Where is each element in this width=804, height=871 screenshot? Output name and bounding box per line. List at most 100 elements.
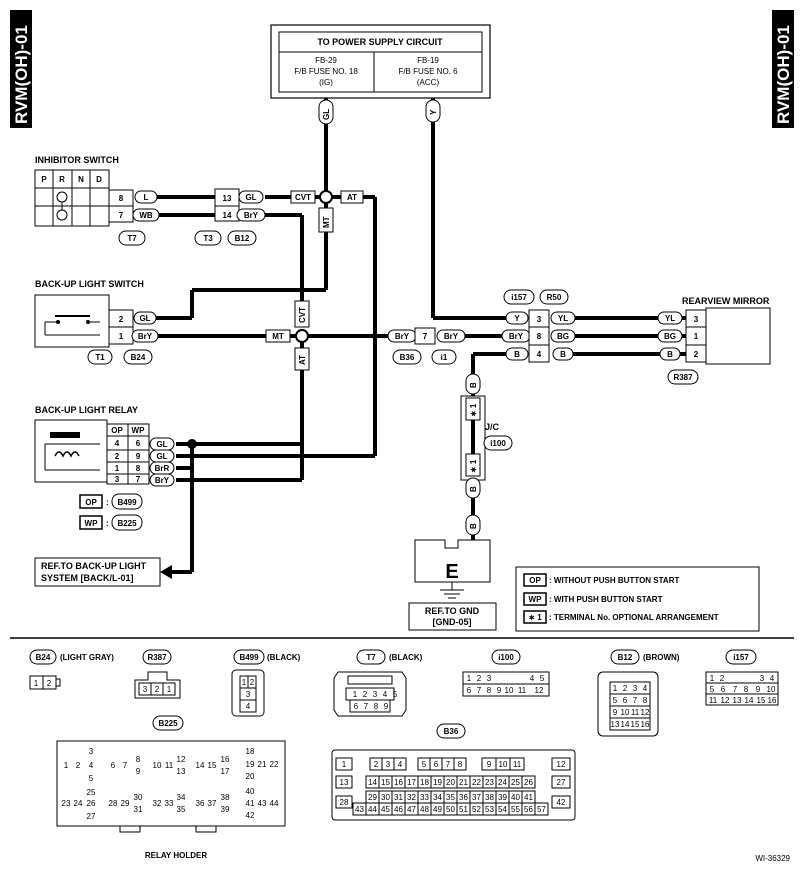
connector-b499: B499 (BLACK) 1 2 3 4 [231, 649, 301, 717]
right-tab-text: RVM(OH)-01 [774, 25, 793, 124]
svg-text:4: 4 [530, 674, 535, 683]
b36-pin-8-cell [453, 757, 467, 771]
inhibitor-switch: INHIBITOR SWITCH P R N D 8 7 L WB T7 [34, 155, 160, 246]
svg-text:2: 2 [694, 350, 699, 359]
svg-text:34: 34 [177, 793, 186, 802]
svg-text:4: 4 [246, 702, 251, 711]
b36-pin-33: 33 [420, 793, 429, 802]
svg-text:2: 2 [477, 674, 482, 683]
svg-text:1: 1 [115, 464, 120, 473]
rearview-mirror: REARVIEW MIRROR YL BG B 3 1 2 R387 [657, 296, 771, 385]
svg-text:43: 43 [258, 799, 267, 808]
ground-e: E REF.TO GND [GND-05] [408, 539, 497, 631]
b36-pin-21: 21 [459, 778, 468, 787]
b36-pin-7: 7 [446, 760, 451, 769]
svg-text:9: 9 [136, 452, 141, 461]
svg-text:5: 5 [89, 774, 94, 783]
connector-b225: B225 3 1 2 4 5 6 7 8 9 10 11 12 13 14 15… [56, 715, 286, 860]
b36-pin-39: 39 [498, 793, 507, 802]
svg-text:: WITHOUT PUSH BUTTON START: : WITHOUT PUSH BUTTON START [549, 576, 679, 585]
relay-junction-dot [187, 439, 197, 449]
svg-text:Y: Y [429, 109, 438, 115]
svg-text:R50: R50 [547, 293, 562, 302]
svg-text:13: 13 [733, 696, 742, 705]
b36-pin-28: 28 [340, 798, 349, 807]
svg-text:11: 11 [709, 696, 718, 705]
b36-pin-6: 6 [434, 760, 439, 769]
svg-text:5: 5 [540, 674, 545, 683]
svg-text:: TERMINAL No. OPTIONAL ARRANG: : TERMINAL No. OPTIONAL ARRANGEMENT [549, 613, 719, 622]
svg-text:2: 2 [115, 452, 120, 461]
svg-text:28: 28 [109, 799, 118, 808]
ref-backup-light-box: REF.TO BACK-UP LIGHT SYSTEM [BACK/L-01] [34, 557, 161, 587]
svg-text:N: N [78, 175, 84, 184]
svg-text:B36: B36 [444, 727, 459, 736]
b36-pin-50: 50 [446, 805, 455, 814]
svg-text:GL: GL [322, 109, 331, 120]
b36-pin-57-cell [534, 802, 549, 816]
at-label-top: AT [340, 190, 364, 204]
svg-text:(BLACK): (BLACK) [389, 653, 423, 662]
b36-pin-49: 49 [433, 805, 442, 814]
b36-pin-44: 44 [368, 805, 377, 814]
connector-i100: i100 1 2 3 4 5 6 7 8 9 10 11 12 [462, 649, 550, 697]
svg-text:4: 4 [115, 439, 120, 448]
svg-text:i157: i157 [511, 293, 527, 302]
b36-pin-15: 15 [381, 778, 390, 787]
b36-pin-55: 55 [511, 805, 520, 814]
svg-text:MT: MT [322, 216, 331, 228]
joint-connector: B ∗ 1 ∗ 1 J/C i100 B B [460, 373, 513, 536]
b36-pin-20: 20 [446, 778, 455, 787]
mt-label-vertical: MT [318, 207, 334, 233]
svg-text:6: 6 [467, 686, 472, 695]
svg-text:3: 3 [633, 684, 638, 693]
relay-title: BACK-UP LIGHT RELAY [35, 405, 138, 415]
svg-text:33: 33 [165, 799, 174, 808]
svg-text:BrR: BrR [155, 464, 170, 473]
b36-pin-26-cell [521, 775, 536, 789]
svg-text:10: 10 [767, 685, 776, 694]
b36-pin-51: 51 [459, 805, 468, 814]
at-label-vertical: AT [294, 347, 310, 371]
svg-text:YL: YL [558, 314, 568, 323]
svg-text:6: 6 [111, 761, 116, 770]
svg-text:10: 10 [621, 708, 630, 717]
svg-text:BrY: BrY [444, 332, 459, 341]
b36-pin-3: 3 [386, 760, 391, 769]
b36-pin-30: 30 [381, 793, 390, 802]
svg-text:24: 24 [74, 799, 83, 808]
svg-text:B24: B24 [131, 353, 146, 362]
svg-text:T1: T1 [95, 353, 105, 362]
svg-text:2: 2 [623, 684, 628, 693]
svg-text:9: 9 [384, 702, 389, 711]
svg-text:∗ 1: ∗ 1 [469, 403, 478, 417]
svg-text:37: 37 [208, 799, 217, 808]
svg-text:R387: R387 [673, 373, 693, 382]
connector-b24: B24 (LIGHT GRAY) 1 2 [29, 649, 114, 690]
acc-label: (ACC) [417, 78, 440, 87]
svg-text:B36: B36 [400, 353, 415, 362]
svg-text:GL: GL [245, 193, 256, 202]
svg-text:P: P [41, 175, 47, 184]
b36-pin-46: 46 [394, 805, 403, 814]
svg-text:B: B [469, 382, 478, 388]
b36-pin-34: 34 [433, 793, 442, 802]
svg-text:3: 3 [89, 747, 94, 756]
svg-text:12: 12 [535, 686, 544, 695]
mt-label-horizontal: MT [265, 329, 291, 343]
b36-pin-17: 17 [407, 778, 416, 787]
b36-pin-45: 45 [381, 805, 390, 814]
b36-pin-47: 47 [407, 805, 416, 814]
svg-text:WP: WP [85, 519, 99, 528]
svg-text:B499: B499 [117, 498, 137, 507]
splice-points [295, 190, 333, 343]
svg-text:1: 1 [467, 674, 472, 683]
svg-text:41: 41 [246, 799, 255, 808]
svg-text:MT: MT [272, 332, 284, 341]
svg-text:15: 15 [757, 696, 766, 705]
svg-text:(BROWN): (BROWN) [643, 653, 680, 662]
svg-text:12: 12 [177, 755, 186, 764]
svg-text:14: 14 [223, 211, 232, 220]
b36-pin-8: 8 [458, 760, 463, 769]
